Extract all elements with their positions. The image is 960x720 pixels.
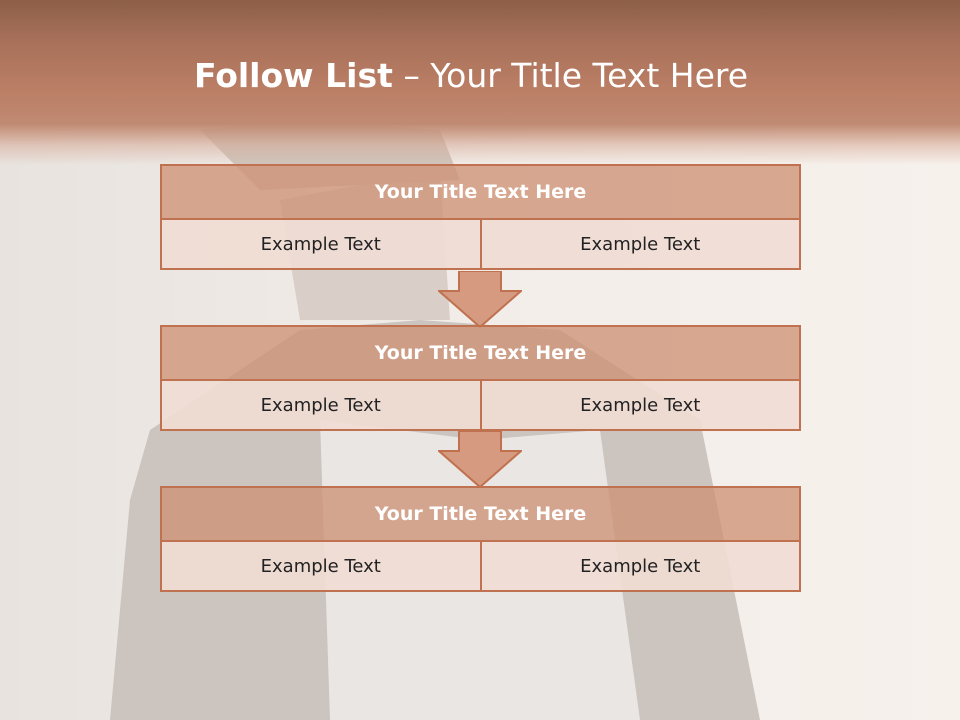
step-3-left-text: Example Text [160, 542, 481, 592]
step-row-2: Example Text Example Text [160, 381, 801, 431]
step-2-right-text: Example Text [480, 381, 801, 431]
step-row-3: Example Text Example Text [160, 542, 801, 592]
step-title-1: Your Title Text Here [160, 164, 801, 220]
slide-title: Follow List – Your Title Text Here [0, 52, 942, 100]
down-arrow-icon [436, 430, 524, 489]
slide-title-rest: – Your Title Text Here [392, 56, 749, 95]
step-row-1: Example Text Example Text [160, 220, 801, 270]
step-1-right-text: Example Text [480, 220, 801, 270]
step-2-left-text: Example Text [160, 381, 481, 431]
step-box-2: Your Title Text Here Example Text Exampl… [160, 325, 801, 431]
slide-title-bold: Follow List [193, 56, 393, 95]
step-title-3: Your Title Text Here [160, 486, 801, 542]
step-box-1: Your Title Text Here Example Text Exampl… [160, 164, 801, 270]
step-1-left-text: Example Text [160, 220, 481, 270]
title-banner [0, 0, 960, 165]
step-box-3: Your Title Text Here Example Text Exampl… [160, 486, 801, 592]
step-title-2: Your Title Text Here [160, 325, 801, 381]
step-3-right-text: Example Text [480, 542, 801, 592]
down-arrow-icon [436, 270, 524, 329]
